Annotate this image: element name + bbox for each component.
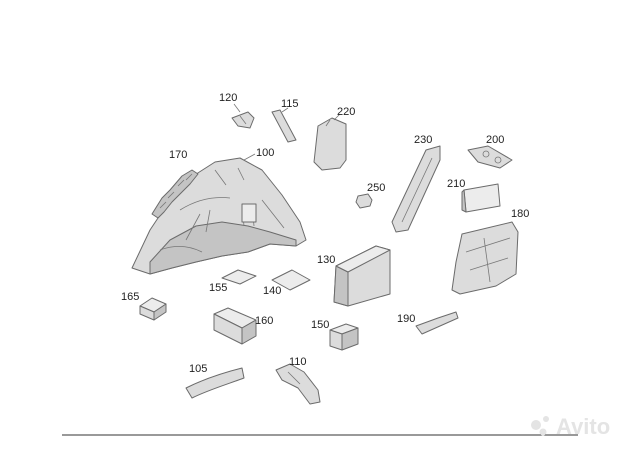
part-180-panel <box>451 221 519 295</box>
part-110-bracket <box>275 363 321 405</box>
watermark-text: Avito <box>556 414 610 439</box>
label-160: 160 <box>255 315 273 327</box>
part-220-pad <box>313 117 347 171</box>
label-120: 120 <box>219 92 237 104</box>
part-160-block <box>213 307 257 345</box>
part-105-curved-strip <box>185 367 245 399</box>
part-170-seal-strip <box>151 169 199 219</box>
part-250-clip <box>355 193 373 209</box>
label-220: 220 <box>337 106 355 118</box>
part-230-long-strip <box>391 145 441 233</box>
label-180: 180 <box>511 208 529 220</box>
leader-lines <box>233 103 341 161</box>
label-155: 155 <box>209 282 227 294</box>
part-155-flat-pad <box>221 269 257 285</box>
part-140-flat-pad <box>271 269 311 291</box>
part-130-box-insulation <box>333 245 391 307</box>
label-210: 210 <box>447 178 465 190</box>
label-165: 165 <box>121 291 139 303</box>
label-105: 105 <box>189 363 207 375</box>
label-190: 190 <box>397 313 415 325</box>
part-190-bracket <box>415 311 459 335</box>
label-150: 150 <box>311 319 329 331</box>
label-115: 115 <box>281 98 299 110</box>
label-140: 140 <box>263 285 281 297</box>
avito-watermark: Avito <box>531 414 610 439</box>
part-120-bracket <box>231 111 255 129</box>
part-200-bracket-plate <box>467 145 513 169</box>
part-210-pad <box>461 183 501 213</box>
label-110: 110 <box>289 356 307 368</box>
part-150-block <box>329 323 359 351</box>
part-100-wheel-arch-liner <box>131 157 307 275</box>
part-165-block <box>139 297 167 321</box>
label-100: 100 <box>256 147 274 159</box>
label-230: 230 <box>414 134 432 146</box>
label-200: 200 <box>486 134 504 146</box>
label-170: 170 <box>169 149 187 161</box>
part-115-strip <box>271 109 297 143</box>
label-130: 130 <box>317 254 335 266</box>
label-250: 250 <box>367 182 385 194</box>
